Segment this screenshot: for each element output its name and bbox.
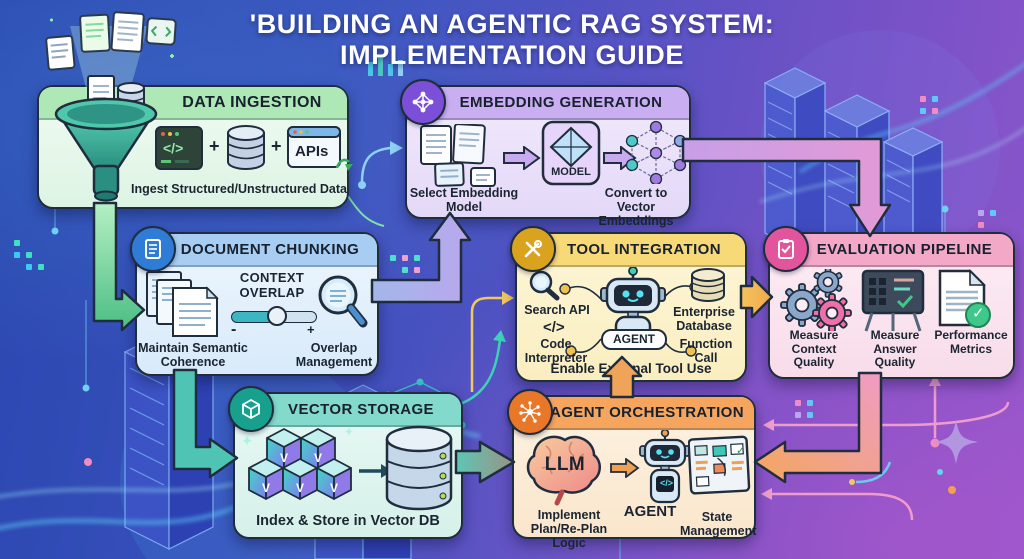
page-title-line2: IMPLEMENTATION GUIDE [340, 40, 684, 70]
overlap-slider-track[interactable] [231, 311, 317, 323]
cube-icon [228, 386, 274, 432]
context-overlap-label: CONTEXT OVERLAP [239, 270, 305, 300]
document-chunking-header: DOCUMENT CHUNKING [130, 226, 377, 272]
data-ingestion-header: DATA INGESTION [39, 87, 347, 120]
cube-letter: V [314, 451, 322, 465]
gears-icon [780, 269, 852, 331]
tool-integration-header: TOOL INTEGRATION [510, 226, 745, 272]
arrow-evaluation-to-agent [753, 371, 883, 484]
arrow-chunking-to-vector [172, 368, 239, 479]
enterprise-db-label: Enterprise Database [673, 305, 735, 334]
agent-orchestration-body: LLM </> [514, 430, 757, 550]
page-title-line1: 'BUILDING AN AGENTIC RAG SYSTEM: [249, 9, 775, 39]
orchestration-network-icon [507, 389, 553, 435]
plus-sign: + [209, 136, 220, 156]
cube-letter: V [262, 481, 270, 495]
eval-caption-3: Performance Metrics [934, 328, 1008, 356]
code-interpreter-label: Code Interpreter [524, 337, 588, 366]
document-icon [130, 226, 176, 272]
cube-letter: V [280, 451, 288, 465]
vector-storage-card: VECTOR STORAGE V V V V V [228, 386, 463, 539]
agent-pill: AGENT [601, 329, 667, 350]
function-call-label: Function Call [679, 337, 733, 366]
flow-arrow-icon [359, 464, 392, 478]
agent-caption-left: Implement Plan/Re-Plan Logic [530, 508, 608, 551]
enterprise-db-icon [691, 268, 725, 302]
neural-net-icon [400, 79, 446, 125]
evaluation-pipeline-card: EVALUATION PIPELINE Measure Context Qual… [763, 226, 1015, 379]
arrow-vector-to-agent [454, 440, 516, 484]
agent-robot-icon [639, 430, 691, 504]
document-chunking-body: CONTEXT OVERLAP - + Maintain Semantic Co… [137, 267, 377, 374]
data-ingestion-title: DATA INGESTION [182, 93, 322, 111]
flow-arrow-icon [603, 146, 637, 170]
agent-caption-right: State Management [680, 510, 757, 539]
chunking-caption-right: Overlap Management [295, 341, 373, 370]
data-ingestion-card: DATA INGESTION </> + + APIs [37, 85, 353, 209]
agent-label: AGENT [623, 503, 677, 520]
tools-icon [510, 226, 556, 272]
tool-integration-body: Search API </> Code Interpreter AGENT [517, 267, 745, 380]
vector-storage-header: VECTOR STORAGE [228, 386, 461, 432]
vector-storage-body: V V V V V Index & Store in Vector DB [235, 425, 461, 537]
page-title: 'BUILDING AN AGENTIC RAG SYSTEM: IMPLEME… [0, 9, 1024, 71]
tool-integration-card: TOOL INTEGRATION Search API </> Code [510, 226, 747, 382]
vector-storage-title: VECTOR STORAGE [288, 401, 434, 418]
arrow-embedding-to-evaluation [681, 137, 892, 238]
plus-sign: + [271, 136, 282, 156]
document-chunking-card: DOCUMENT CHUNKING CONTEXT OVERLAP - + Ma… [130, 226, 379, 376]
vector-graph-icon [625, 120, 687, 184]
chunked-docs-icon [146, 271, 219, 337]
clipboard-check-icon [763, 226, 809, 272]
flow-arrow-icon [503, 146, 541, 170]
evaluation-pipeline-header: EVALUATION PIPELINE [763, 226, 1013, 272]
embedding-generation-header: EMBEDDING GENERATION [400, 79, 689, 125]
chunking-caption-left: Maintain Semantic Coherence [138, 341, 248, 370]
search-api-icon [529, 270, 560, 301]
embedding-generation-card: EMBEDDING GENERATION MODEL [400, 79, 691, 228]
arrow-chunking-to-embedding [370, 211, 472, 304]
evaluation-pipeline-body: Measure Context Quality Measure Answer Q… [770, 267, 1013, 377]
data-ingestion-body: </> + + APIs Ingest Structured/Unstructu… [39, 120, 353, 207]
vector-cubes-icon: V V V V V [243, 427, 354, 500]
minus-sign: - [231, 321, 237, 338]
agent-orchestration-header: AGENT ORCHESTRATION [507, 389, 754, 435]
documents-icon [420, 124, 496, 187]
metrics-doc-icon [938, 269, 991, 328]
agent-orchestration-title: AGENT ORCHESTRATION [550, 404, 744, 421]
search-api-label: Search API [524, 303, 590, 317]
plus-sign: + [307, 322, 315, 337]
score-board-icon [861, 269, 925, 332]
small-arrow-icon [335, 158, 353, 171]
tool-integration-title: TOOL INTEGRATION [567, 241, 721, 258]
apis-label: APIs [295, 143, 329, 160]
evaluation-pipeline-title: EVALUATION PIPELINE [816, 241, 993, 258]
check-icon: ✓ [972, 305, 985, 322]
eval-caption-1: Measure Context Quality [789, 328, 839, 370]
magnifier-icon [318, 275, 368, 328]
cube-letter: V [330, 481, 338, 495]
database-icon [227, 125, 265, 170]
tool-integration-caption: Enable External Tool Use [550, 361, 712, 376]
model-label: MODEL [551, 166, 591, 178]
robot-chest-code-glyph: </> [660, 478, 674, 488]
embedding-caption-left: Select Embedding Model [409, 186, 519, 215]
embedding-generation-body: MODEL Select Embedding Model Convert to … [407, 120, 689, 228]
vector-storage-caption: Index & Store in Vector DB [256, 513, 440, 529]
code-glyph: </> [543, 319, 565, 336]
document-chunking-title: DOCUMENT CHUNKING [180, 241, 360, 258]
embedding-generation-title: EMBEDDING GENERATION [459, 94, 663, 111]
overlap-slider-knob[interactable] [267, 306, 287, 326]
data-ingestion-caption: Ingest Structured/Unstructured Data [131, 182, 348, 196]
vector-db-icon [385, 425, 453, 511]
code-glyph: </> [163, 140, 184, 156]
flow-arrow-icon [610, 458, 640, 478]
agent-orchestration-card: AGENT ORCHESTRATION LLM [507, 389, 757, 550]
cube-letter: V [296, 481, 304, 495]
eval-caption-2: Measure Answer Quality [870, 328, 920, 370]
embedding-caption-right: Convert to Vector Embeddings [598, 186, 674, 229]
llm-label: LLM [544, 454, 586, 475]
check-icon: ✓ [736, 445, 746, 457]
state-board-icon [688, 435, 751, 495]
